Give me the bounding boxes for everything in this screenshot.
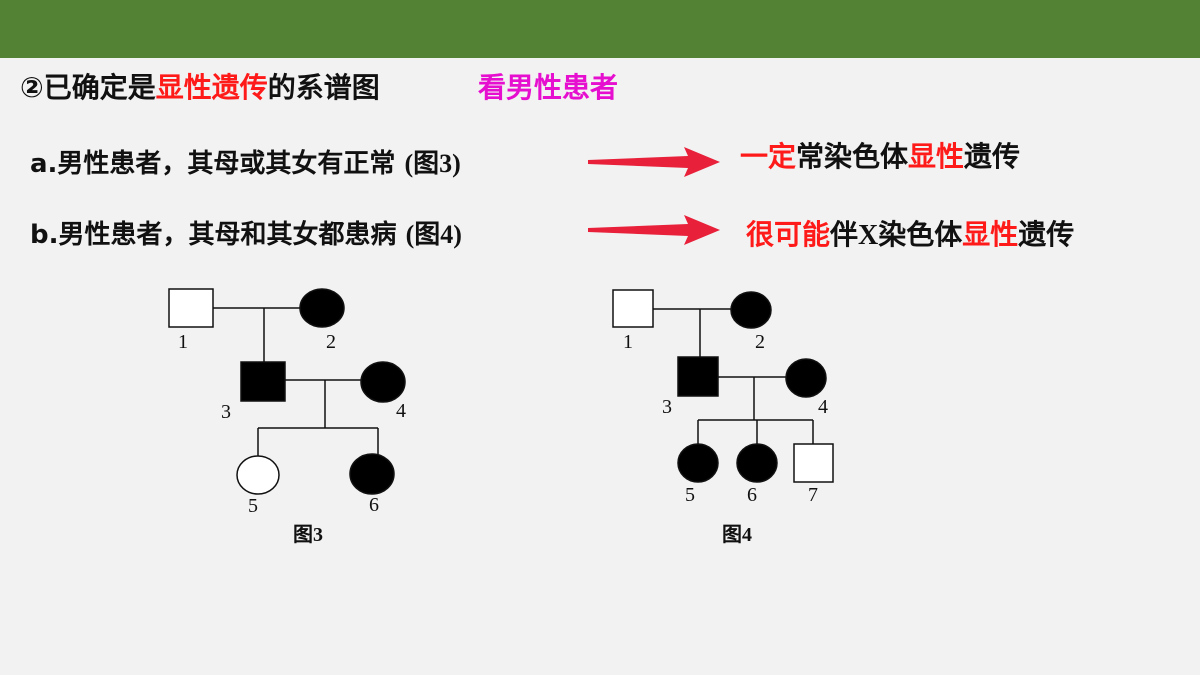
rule-a-text: a.男性患者，其母或其女有正常 [30, 149, 396, 179]
fig4-label-5: 5 [685, 484, 695, 506]
fig3-label-4: 4 [396, 400, 406, 422]
conclusion-b-red: 很可能 [746, 218, 831, 251]
fig4-individual-7 [793, 443, 834, 483]
conclusion-b: 很可能伴X染色体显性遗传 [746, 213, 1074, 253]
fig4-label-4: 4 [818, 396, 828, 418]
conclusion-a-red: 一定 [740, 140, 797, 173]
fig4-individual-2 [730, 291, 772, 329]
conclusion-a-red2: 显性 [908, 140, 965, 173]
rule-a-ref: (图3) [404, 149, 461, 178]
conclusion-b-tail: 遗传 [1018, 218, 1075, 251]
fig4-label-7: 7 [808, 484, 818, 506]
fig3-label-1: 1 [178, 331, 188, 353]
conclusion-a-tail: 遗传 [964, 140, 1021, 173]
conclusion-b-mid-a: 伴 [830, 218, 859, 251]
fig4-lines [653, 308, 814, 444]
title-highlight: 显性遗传 [155, 71, 268, 104]
fig3-label-6: 6 [369, 494, 379, 516]
fig4-individual-5 [677, 443, 719, 483]
conclusion-a-mid: 常染色体 [796, 140, 909, 173]
header-bar [0, 0, 1200, 58]
figure-4-caption: 图4 [722, 524, 752, 546]
fig3-individual-2 [299, 288, 345, 328]
rule-a: a.男性患者，其母或其女有正常 (图3) [30, 143, 461, 180]
fig3-label-5: 5 [248, 495, 258, 517]
fig4-individual-3 [677, 356, 719, 397]
rule-b: b.男性患者，其母和其女都患病 (图4) [30, 214, 462, 251]
fig3-individual-6 [349, 453, 395, 495]
fig4-label-2: 2 [755, 331, 765, 353]
arrow-icon [588, 215, 720, 245]
fig3-label-3: 3 [221, 401, 231, 423]
fig4-individual-6 [736, 443, 778, 483]
rule-b-ref: (图4) [405, 220, 462, 249]
figure-3-caption: 图3 [293, 524, 323, 546]
fig3-individual-4 [360, 361, 406, 403]
subtitle: 看男性患者 [478, 71, 619, 104]
rule-b-text: b.男性患者，其母和其女都患病 [30, 220, 397, 250]
page-title: ②已确定是显性遗传的系谱图 [20, 66, 380, 106]
fig4-label-6: 6 [747, 484, 757, 506]
fig3-individual-3 [240, 361, 286, 402]
fig3-lines [213, 307, 379, 456]
fig4-individual-4 [785, 358, 827, 398]
fig3-individual-5 [236, 455, 280, 495]
fig4-individual-1 [612, 289, 654, 328]
title-prefix: ②已确定是 [20, 71, 156, 104]
conclusion-b-red2: 显性 [962, 218, 1019, 251]
conclusion-a: 一定常染色体显性遗传 [740, 135, 1020, 175]
conclusion-b-x: X [858, 220, 879, 251]
fig4-label-1: 1 [623, 331, 633, 353]
title-suffix: 的系谱图 [267, 71, 380, 104]
conclusion-b-mid-b: 染色体 [878, 218, 963, 251]
arrow-icon [588, 147, 720, 177]
fig3-label-2: 2 [326, 331, 336, 353]
fig3-individual-1 [168, 288, 214, 328]
fig4-label-3: 3 [662, 396, 672, 418]
